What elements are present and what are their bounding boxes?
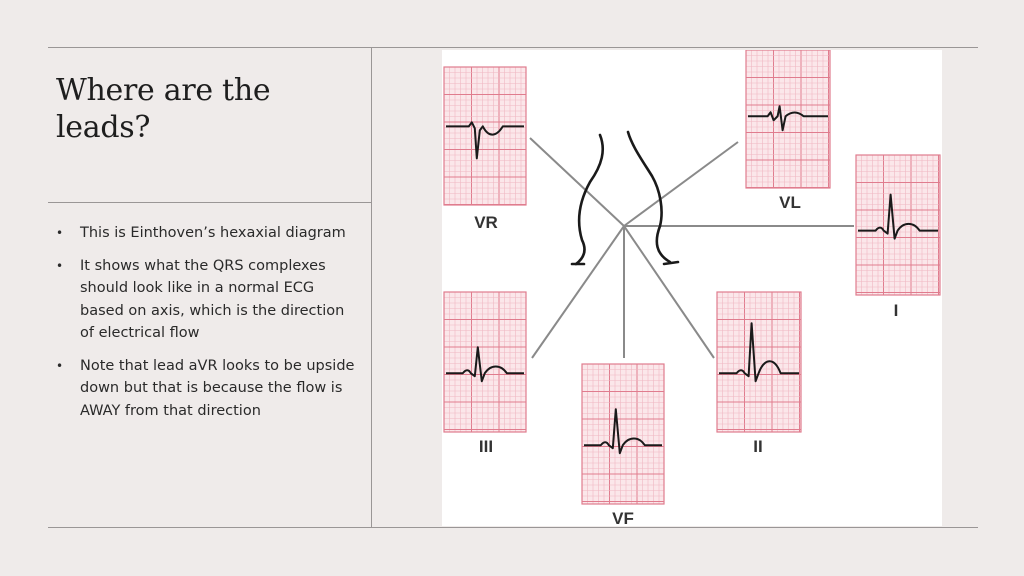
ecg-trace [584,408,662,455]
lead-label-vl: VL [779,193,801,212]
bullet-item: • This is Einthoven’s hexaxial diagram [56,222,356,245]
bullet-dot-icon: • [56,358,64,373]
bullet-list: • This is Einthoven’s hexaxial diagram • I… [56,222,356,432]
ecg-grid-bg [856,155,940,295]
top-rule [48,47,978,48]
lead-box-vl: VL [745,50,831,212]
bullet-item: • Note that lead aVR looks to be upside d… [56,355,356,423]
lead-label-i: I [894,301,899,320]
ecg-grid-bg [444,67,526,205]
lead-box-iii: III [443,291,527,456]
bullet-item: • It shows what the QRS complexes should … [56,255,356,345]
ecg-trace [446,346,524,383]
body-outline-right [626,130,672,264]
lead-label-vr: VR [474,213,498,232]
ecg-grid-bg [582,364,664,504]
ecg-grid-bg [444,292,526,432]
axis-line-vl [623,141,739,227]
bullet-text: It shows what the QRS complexes should l… [80,257,345,342]
bullet-dot-icon: • [56,226,64,240]
ecg-trace [858,193,938,240]
lead-box-ii: II [716,291,802,456]
ecg-trace [719,322,799,383]
lead-label-ii: II [753,437,762,456]
lead-box-i: I [855,154,941,320]
ecg-trace [748,105,828,132]
bullet-text: Note that lead aVR looks to be upside do… [80,357,355,419]
body-outline-right-foot [662,260,680,266]
ecg-grid-bg [717,292,801,432]
axis-line-iii [531,225,625,359]
slide-title: Where are the leads? [56,73,271,145]
axis-line-ii [623,225,715,359]
lead-label-iii: III [479,437,493,456]
body-outline-left [574,133,604,266]
lead-box-vf: VF [581,363,665,526]
column-divider [371,47,372,528]
ecg-trace [446,121,524,160]
title-rule [48,202,371,203]
ecg-grid-bg [746,50,830,188]
bullet-text: This is Einthoven’s hexaxial diagram [80,225,346,241]
bottom-rule [48,527,978,528]
bullet-dot-icon: • [56,258,64,273]
lead-box-vr: VR [443,66,527,232]
axis-line-vr [529,137,625,227]
body-outline [570,130,680,266]
lead-label-vf: VF [612,509,634,526]
